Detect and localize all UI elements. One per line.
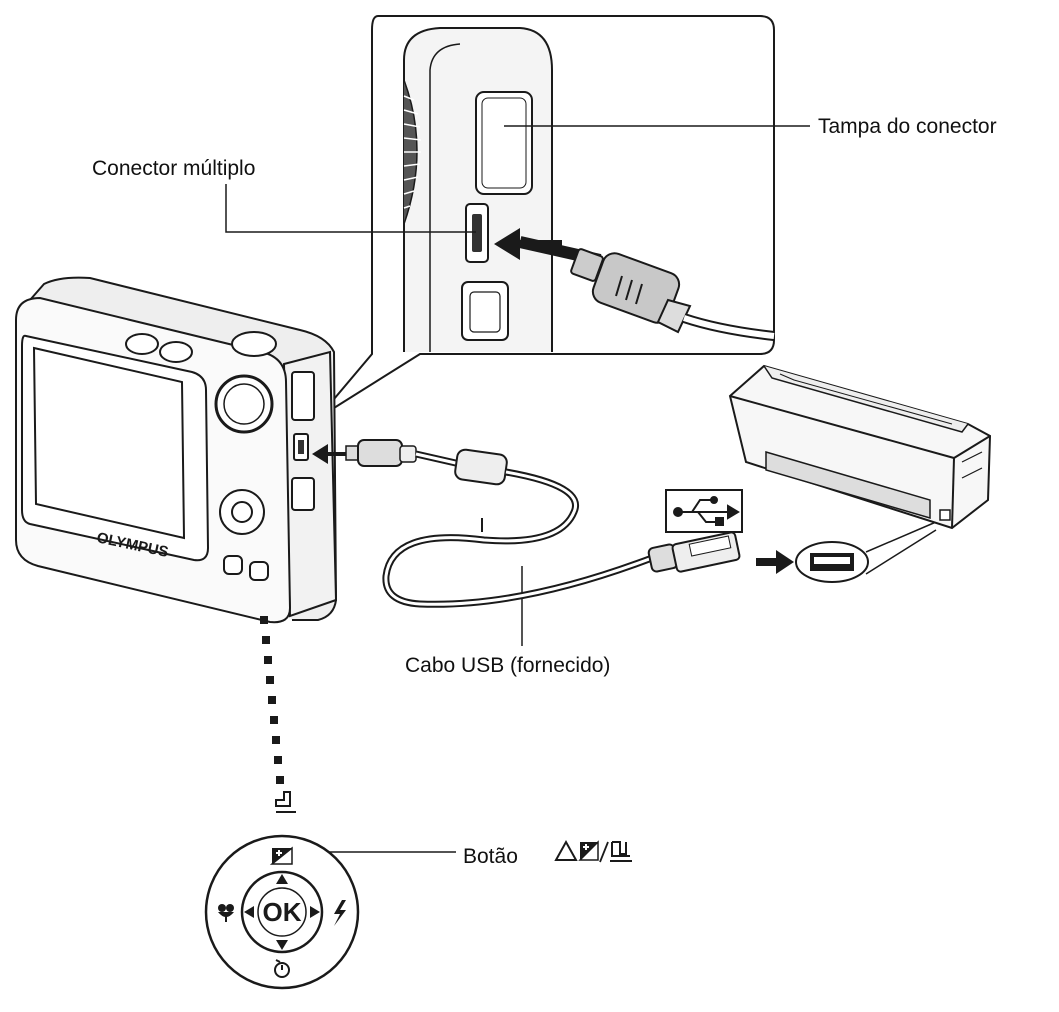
- label-connector-cover: Tampa do conector: [818, 115, 997, 138]
- exposure-compensation-icon: [269, 846, 293, 865]
- down-arrow-icon: [276, 940, 288, 950]
- usb-cable: [345, 439, 741, 608]
- printer: [728, 364, 992, 530]
- print-button: [249, 561, 269, 581]
- camera-arrow-pad: [219, 489, 265, 535]
- ferrite-core: [454, 448, 508, 486]
- up-arrow-icon: [276, 874, 288, 884]
- leader-multi-connector: [225, 184, 476, 233]
- macro-icon: [218, 904, 234, 922]
- up-triangle-icon: [554, 839, 578, 861]
- print-icon: [275, 791, 296, 813]
- connector-cover: [475, 91, 533, 195]
- camera-insert-arrow: [312, 444, 346, 464]
- exposure-compensation-label-icon: [578, 840, 599, 861]
- inset-usb-plug: [570, 248, 775, 341]
- dotted-leader: [260, 616, 284, 784]
- label-usb-cable: Cabo USB (fornecido): [405, 654, 611, 677]
- flash-icon: [334, 900, 346, 926]
- control-dial: OK: [204, 834, 360, 990]
- ok-button: OK: [263, 897, 302, 927]
- leader-lines: [225, 125, 810, 853]
- printer-insert-arrow: [756, 550, 794, 574]
- self-timer-icon: [274, 959, 290, 978]
- camera: OLYMPUS: [15, 276, 338, 624]
- camera-plug: [345, 439, 417, 467]
- usb-symbol-box: [665, 489, 743, 533]
- label-multi-connector: Conector múltiplo: [92, 157, 256, 180]
- inset-camera-side: [403, 27, 553, 352]
- right-arrow-icon: [310, 906, 320, 918]
- button-label-icons: [554, 839, 632, 863]
- printer-port-callout: [795, 521, 937, 583]
- magnified-inset: [317, 15, 775, 419]
- usb-a-plug: [647, 531, 741, 573]
- left-arrow-icon: [244, 906, 254, 918]
- camera-lcd: [32, 346, 186, 540]
- usb-icon: [673, 496, 740, 526]
- print-label-icon: [610, 841, 632, 862]
- slash-divider: [599, 841, 609, 863]
- label-button: Botão: [463, 845, 518, 868]
